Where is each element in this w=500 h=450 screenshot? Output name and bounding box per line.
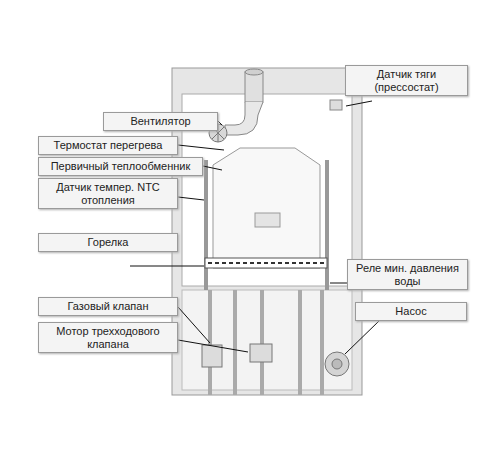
part-label: Датчик тяги (прессостат) — [350, 68, 463, 93]
part-label: Газовый клапан — [43, 300, 173, 313]
callout-box: Датчик темпер. NTC отопления — [38, 178, 178, 209]
part-label: Вентилятор — [108, 115, 213, 128]
part-label: Мотор трехходового клапана — [43, 325, 173, 350]
callout-box: Мотор трехходового клапана — [38, 322, 178, 353]
callout-box: Вентилятор — [103, 112, 218, 131]
part-label: Термостат перегрева — [43, 139, 173, 152]
part-label: Горелка — [43, 236, 173, 249]
part-label: Датчик темпер. NTC отопления — [43, 181, 173, 206]
callout-box: Термостат перегрева — [38, 136, 178, 155]
callout-box: Газовый клапан — [38, 297, 178, 316]
callout-box: Первичный теплообменник — [38, 157, 203, 176]
callout-box: Горелка — [38, 233, 178, 252]
part-label: Насос — [360, 305, 462, 318]
callout-box: Реле мин. давления воды — [347, 259, 468, 290]
callout-box: Датчик тяги (прессостат) — [345, 65, 468, 96]
part-label: Реле мин. давления воды — [352, 262, 463, 287]
callout-box: Насос — [355, 302, 467, 321]
part-label: Первичный теплообменник — [43, 160, 198, 173]
